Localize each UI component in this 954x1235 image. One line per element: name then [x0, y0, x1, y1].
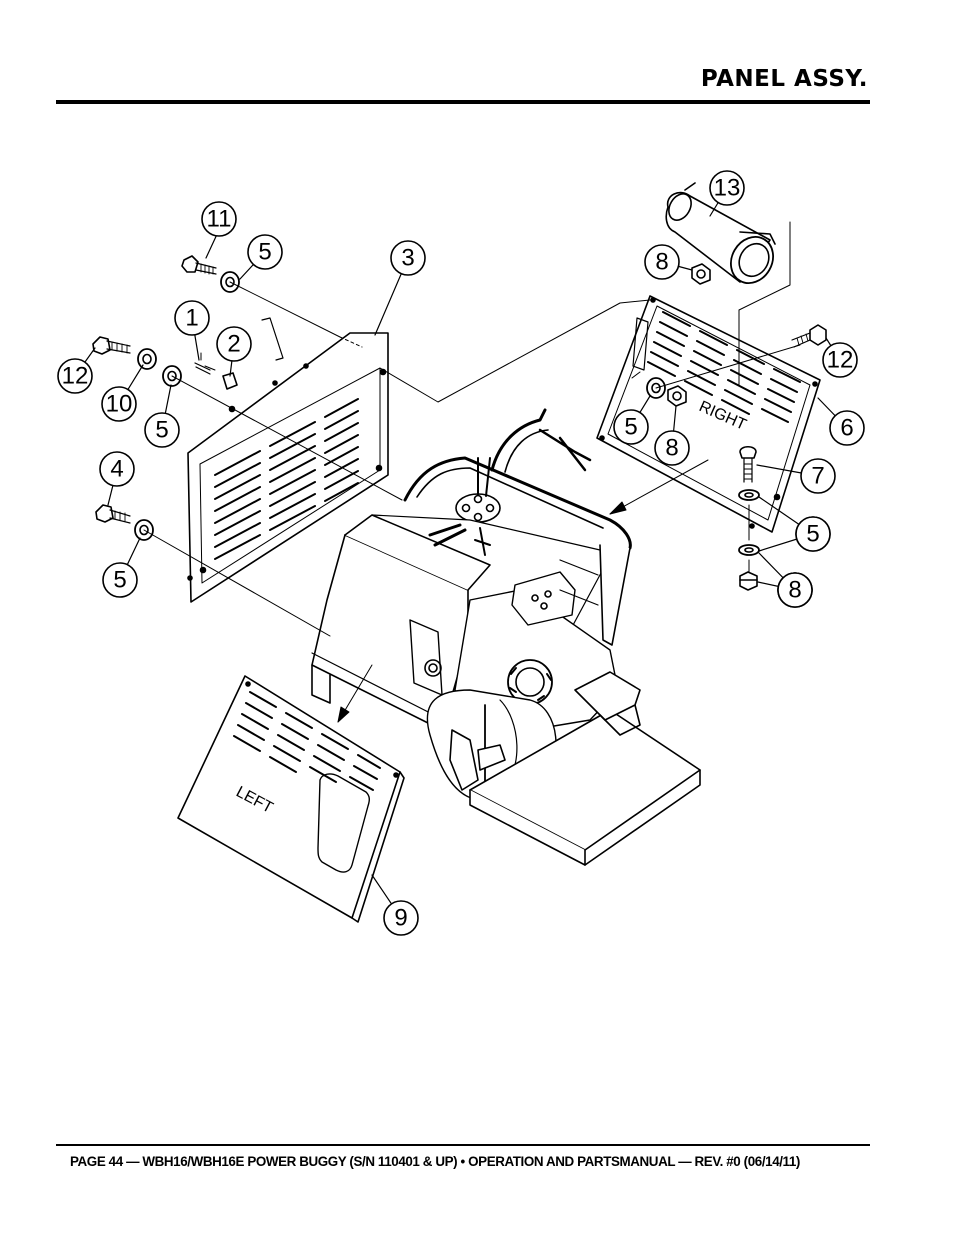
left-side-panel	[187, 332, 389, 603]
callout-labels: 11 5 3 1 2 12 10 5 4 5 13 8 12 5 8 6 7 5…	[62, 175, 854, 932]
power-buggy-body	[311, 408, 701, 866]
callout-5: 5	[624, 414, 637, 441]
callout-8: 8	[665, 435, 678, 462]
assembly-lines	[143, 221, 801, 637]
callout-8: 8	[655, 249, 668, 276]
callout-10: 10	[106, 391, 133, 418]
callout-13: 13	[714, 175, 741, 202]
callout-4: 4	[110, 456, 123, 483]
page-footer: PAGE 44 — WBH16/WBH16E POWER BUGGY (S/N …	[70, 1154, 800, 1169]
callout-11: 11	[207, 206, 232, 233]
callout-2: 2	[227, 331, 240, 358]
right-side-panel	[596, 295, 821, 533]
callout-5: 5	[258, 239, 271, 266]
callout-5: 5	[113, 567, 126, 594]
header-rule	[56, 100, 870, 104]
callout-12: 12	[62, 363, 89, 390]
callout-8: 8	[788, 577, 801, 604]
front-panel	[177, 675, 405, 923]
callout-1: 1	[185, 305, 198, 332]
callout-9: 9	[394, 905, 407, 932]
callout-12: 12	[827, 347, 854, 374]
arrows	[337, 459, 709, 723]
callout-3: 3	[401, 245, 414, 272]
callout-5: 5	[806, 521, 819, 548]
callout-7: 7	[811, 463, 824, 490]
callout-5: 5	[155, 417, 168, 444]
page-title: PANEL ASSY.	[700, 66, 868, 92]
hardware-right	[646, 182, 827, 591]
footer-rule	[56, 1144, 870, 1146]
callout-6: 6	[840, 415, 853, 442]
